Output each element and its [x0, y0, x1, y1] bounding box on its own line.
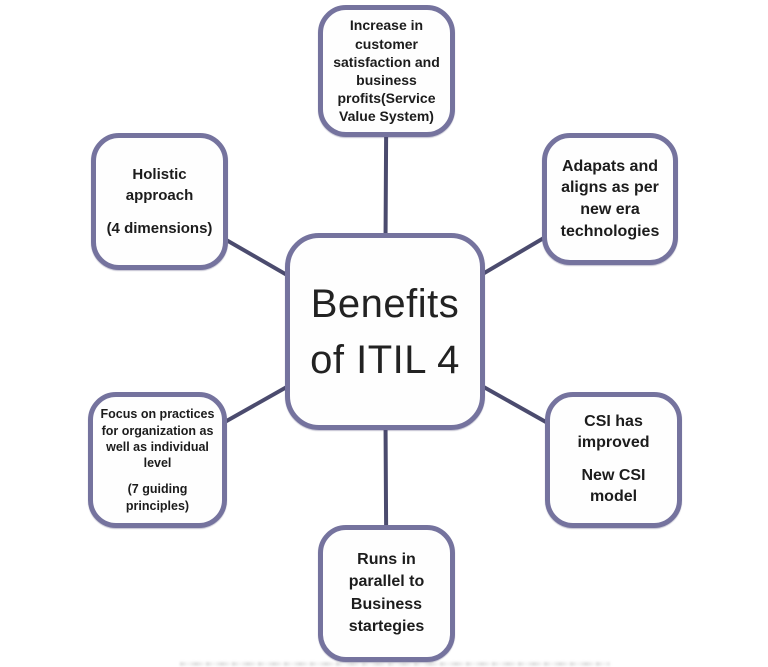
node-holistic-approach: Holistic approach (4 dimensions) [91, 133, 228, 270]
node-center-title: Benefits of ITIL 4 [285, 233, 485, 430]
node-business-strategies-text: Runs in parallel to Business startegies [348, 550, 425, 635]
bottom-crop-artifact [180, 662, 610, 666]
node-holistic-approach-text-2: (4 dimensions) [106, 220, 213, 237]
node-practices-focus: Focus on practices for organization as w… [88, 392, 227, 528]
node-csi-improved-text-2: New CSI model [581, 467, 646, 505]
node-practices-focus-text-2: (7 guiding principles) [125, 482, 190, 513]
node-csi-improved-text-1: CSI has improved [577, 413, 650, 452]
node-practices-focus-text-1: Focus on practices for organization as w… [100, 407, 215, 470]
node-adapts-technologies-text: Adapats and aligns as per new era techno… [560, 157, 660, 240]
node-business-strategies: Runs in parallel to Business startegies [318, 525, 455, 662]
node-customer-satisfaction-text: Increase in customer satisfaction and bu… [333, 17, 440, 125]
center-title-text: Benefits of ITIL 4 [310, 281, 460, 382]
node-customer-satisfaction: Increase in customer satisfaction and bu… [318, 5, 455, 137]
node-holistic-approach-text-1: Holistic approach [125, 166, 194, 204]
node-adapts-technologies: Adapats and aligns as per new era techno… [542, 133, 678, 265]
node-csi-improved: CSI has improved New CSI model [545, 392, 682, 528]
